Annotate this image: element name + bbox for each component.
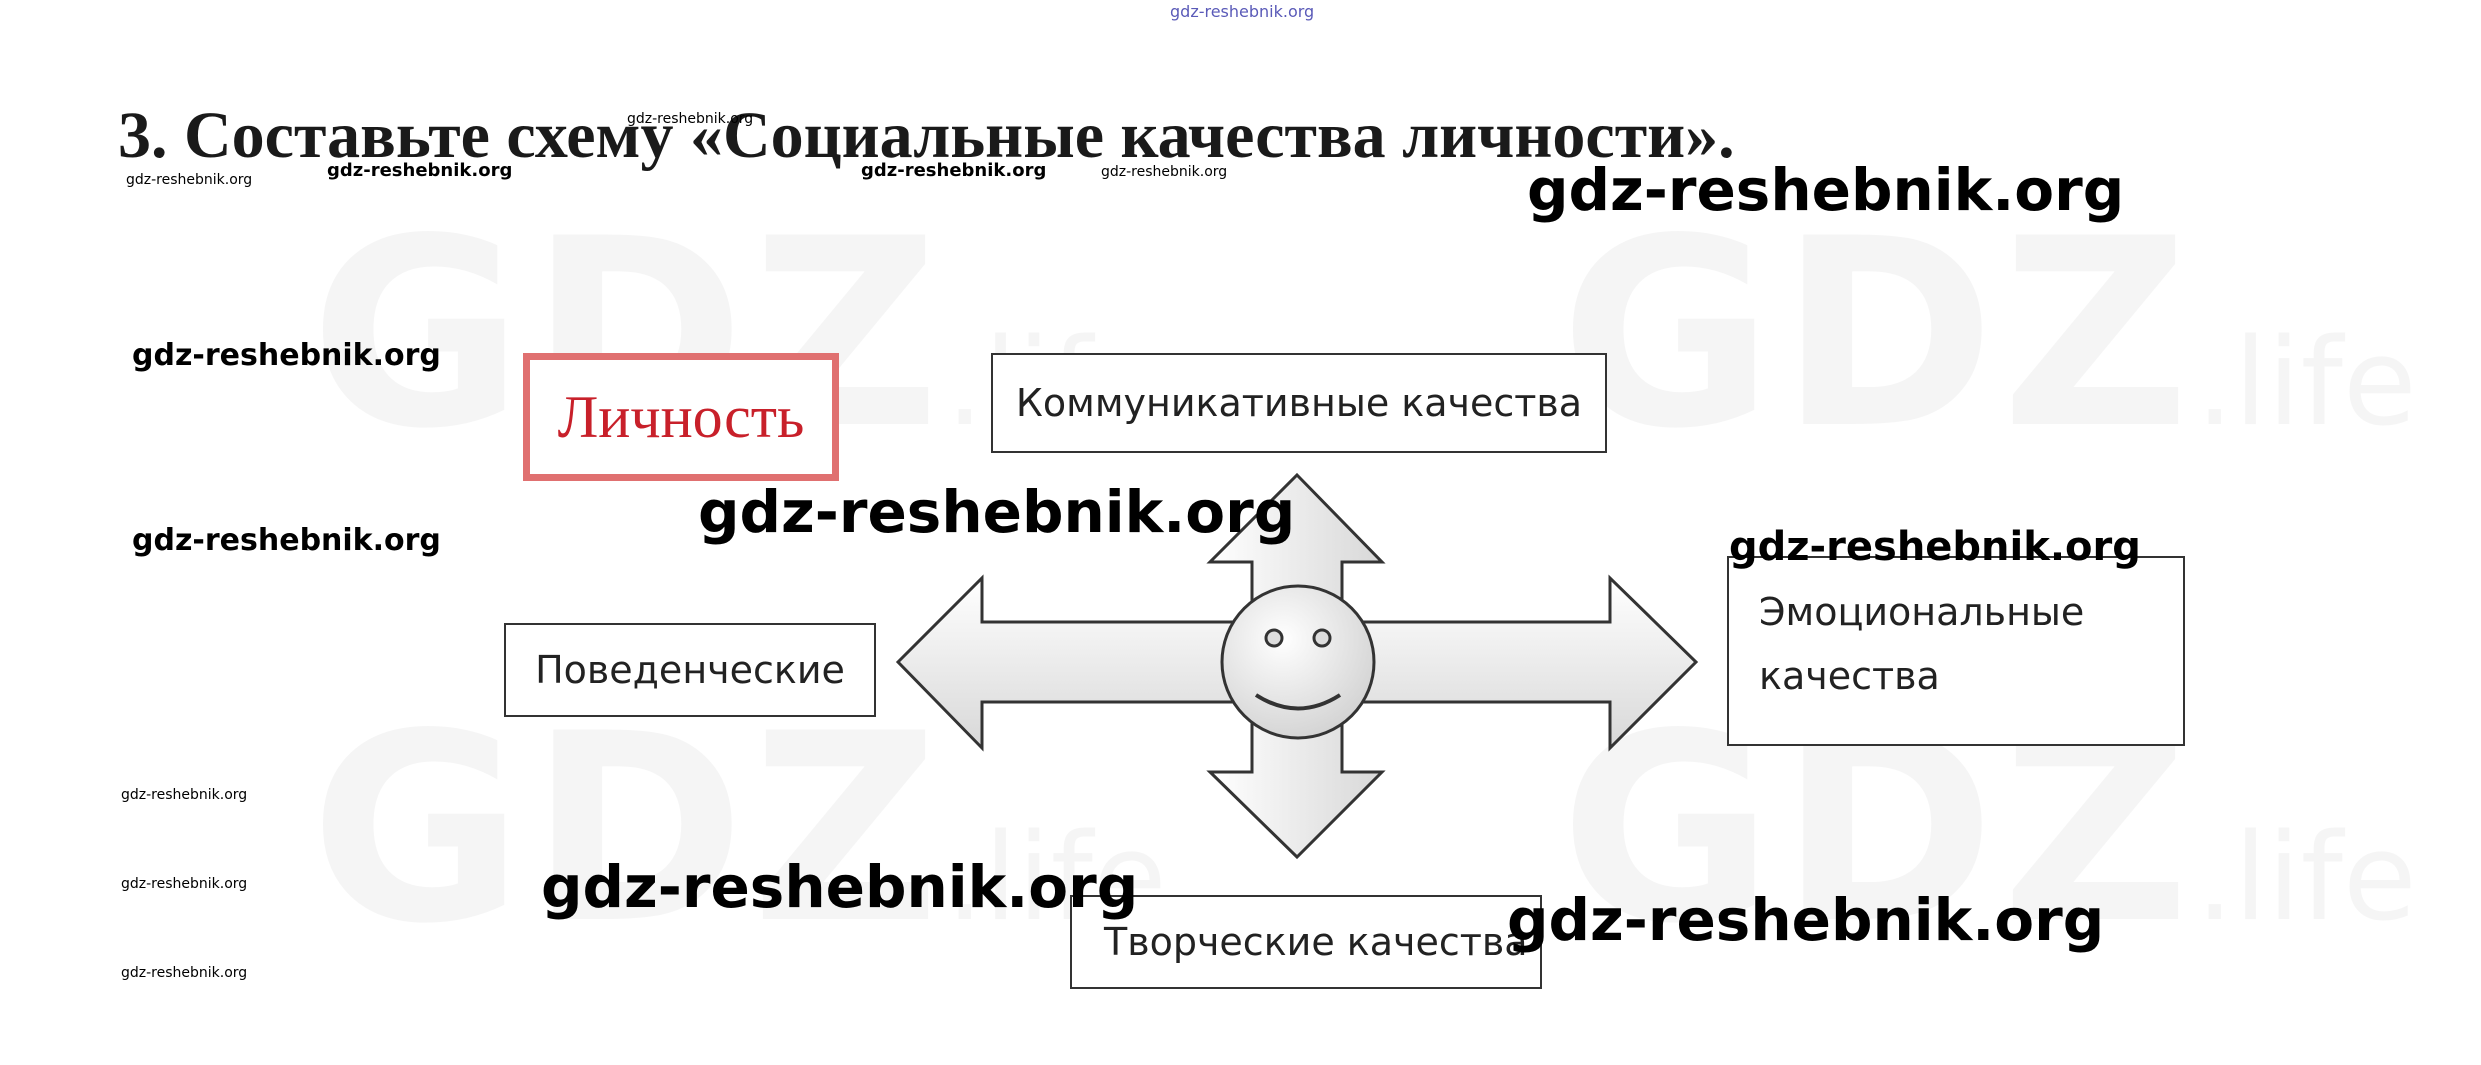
bottom-label-box: Творческие качества [1070, 895, 1542, 989]
site-watermark: gdz-reshebnik.org [1507, 886, 2105, 954]
right-label-box: Эмоциональные качества [1727, 556, 2185, 746]
smiley-face-icon [1220, 584, 1376, 740]
site-watermark: gdz-reshebnik.org [1170, 2, 1315, 21]
site-watermark: gdz-reshebnik.org [1101, 164, 1228, 180]
site-watermark: gdz-reshebnik.org [861, 160, 1047, 181]
site-watermark: gdz-reshebnik.org [121, 965, 248, 981]
site-watermark: gdz-reshebnik.org [541, 853, 1139, 921]
site-watermark: gdz-reshebnik.org [698, 478, 1296, 546]
site-watermark: gdz-reshebnik.org [1729, 524, 2141, 570]
site-watermark: gdz-reshebnik.org [327, 160, 513, 181]
site-watermark: gdz-reshebnik.org [121, 787, 248, 803]
site-watermark: gdz-reshebnik.org [132, 523, 441, 558]
top-label-box: Коммуникативные качества [991, 353, 1607, 453]
page-title: 3. Составьте схему «Социальные качества … [118, 99, 1735, 172]
site-watermark: gdz-reshebnik.org [126, 172, 253, 188]
site-watermark: gdz-reshebnik.org [1527, 156, 2125, 224]
bottom-label: Творческие качества [1104, 920, 1528, 964]
center-label: Личность [557, 383, 805, 450]
site-watermark: gdz-reshebnik.org [627, 111, 754, 127]
left-label: Поведенческие [535, 648, 845, 692]
right-label: Эмоциональные качества [1759, 590, 2085, 698]
center-label-box: Личность [523, 353, 839, 481]
site-watermark: gdz-reshebnik.org [132, 338, 441, 373]
site-watermark: gdz-reshebnik.org [121, 876, 248, 892]
left-label-box: Поведенческие [504, 623, 876, 717]
top-label: Коммуникативные качества [1015, 381, 1583, 425]
